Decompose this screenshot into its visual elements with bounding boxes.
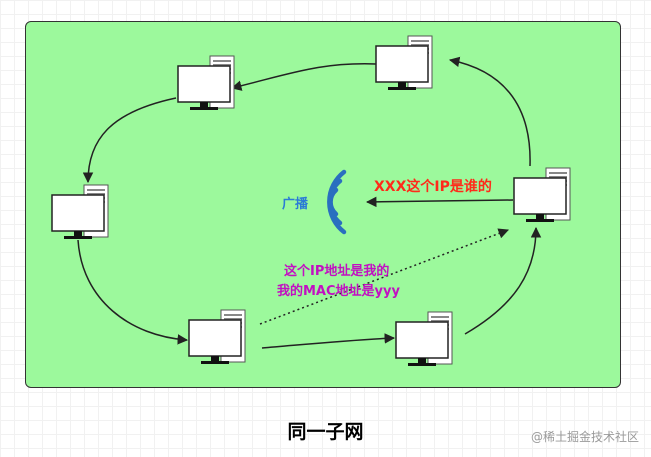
computer-left [51,184,109,240]
reply-label-line2: 我的MAC地址是yyy [277,284,400,299]
diagram-caption: 同一子网 [287,421,364,443]
link-bottomright-to-right [464,226,542,335]
reply-arrow [259,228,509,325]
query-arrow [365,196,514,208]
link-topleft-to-left [82,97,177,184]
reply-label-line1: 这个IP地址是我的 [284,264,390,279]
watermark: @稀土掘金技术社区 [530,430,639,444]
computer-top-right [375,35,433,91]
link-bottomleft-to-bottomright [261,333,396,349]
computer-bottom-left [188,309,246,365]
link-topright-to-topleft [230,63,377,91]
computer-bottom-right [395,311,453,367]
computer-right [513,167,571,223]
computer-top-left [177,55,235,111]
link-right-to-topright [448,56,531,167]
broadcast-label: 广播 [282,197,309,212]
link-left-to-bottomleft [77,239,189,345]
broadcast-signal-icon [327,169,347,235]
query-label: XXX这个IP是谁的 [374,179,492,195]
